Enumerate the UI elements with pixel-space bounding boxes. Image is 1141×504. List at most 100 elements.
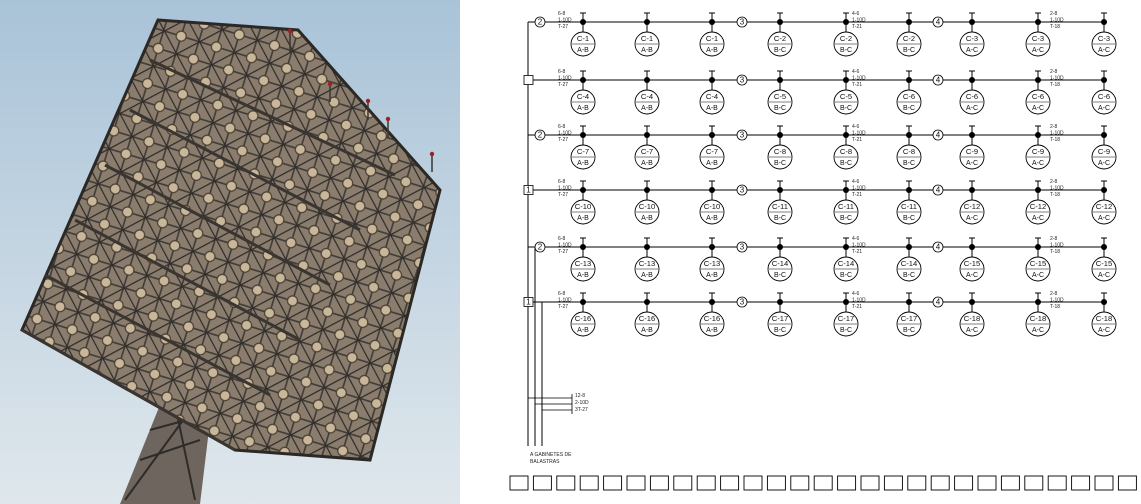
- luminaire-3-2: C-7A-B: [634, 125, 660, 170]
- luminaire-phase: B-C: [774, 105, 786, 112]
- fixture-junction-dot: [580, 244, 586, 250]
- segment-label-right-1: 2-8: [1050, 11, 1057, 17]
- legend-box: [1094, 475, 1114, 491]
- luminaire-id: C-1: [706, 34, 718, 43]
- luminaire-5-1: C-13A-B: [570, 237, 596, 282]
- fixture-junction-dot: [906, 299, 912, 305]
- row-start-number: 2: [538, 18, 543, 27]
- fixture-junction-dot: [969, 244, 975, 250]
- legend-box: [532, 475, 552, 491]
- luminaire-id: C-8: [840, 147, 852, 156]
- fixture-junction-dot: [580, 299, 586, 305]
- fixture-junction-dot: [1035, 19, 1041, 25]
- luminaire-phase: A-C: [966, 272, 978, 279]
- fixture-junction-dot: [709, 299, 715, 305]
- fixture-junction-dot: [843, 132, 849, 138]
- luminaire-5-4: C-14B-C: [767, 237, 793, 282]
- circuit-marker-number: 4: [936, 243, 941, 252]
- segment-label-mid-1: 4-6: [852, 236, 859, 242]
- luminaire-1-5: C-2B-C: [833, 12, 859, 57]
- luminaire-id: C-5: [840, 92, 852, 101]
- luminaire-5-5: C-14B-C: [833, 237, 859, 282]
- luminaire-id: C-15: [964, 259, 980, 268]
- legend-box: [1000, 475, 1020, 491]
- luminaire-1-8: C-3A-C: [1025, 12, 1051, 57]
- luminaire-3-4: C-8B-C: [767, 125, 793, 170]
- luminaire-2-6: C-6B-C: [896, 70, 922, 115]
- fixture-junction-dot: [644, 187, 650, 193]
- segment-label-mid-3: T-21: [852, 82, 862, 88]
- legend-box: [673, 475, 693, 491]
- row-start-number: 1: [526, 186, 531, 195]
- luminaire-id: C-12: [1030, 202, 1046, 211]
- luminaire-phase: A-B: [641, 215, 653, 222]
- luminaire-phase: A-C: [966, 327, 978, 334]
- fixture-junction-dot: [969, 132, 975, 138]
- luminaire-id: C-4: [577, 92, 589, 101]
- luminaire-phase: A-C: [966, 47, 978, 54]
- circuit-marker: [736, 241, 748, 253]
- luminaire-3-3: C-7A-B: [699, 125, 725, 170]
- luminaire-id: C-5: [774, 92, 786, 101]
- legend-box: [954, 475, 974, 491]
- legend-box: [907, 475, 927, 491]
- segment-label-right-3: T-18: [1050, 304, 1060, 310]
- luminaire-id: C-3: [966, 34, 978, 43]
- legend-box: [1071, 475, 1091, 491]
- circuit-marker-number: 3: [740, 76, 745, 85]
- circuit-marker: [932, 74, 944, 86]
- luminaire-phase: B-C: [840, 105, 852, 112]
- luminaire-id: C-11: [838, 202, 854, 211]
- luminaire-phase: B-C: [903, 272, 915, 279]
- segment-label-left-3: T-27: [558, 24, 568, 30]
- walkway-decks: [21, 58, 396, 452]
- row-start-number: 2: [538, 131, 543, 140]
- luminaire-phase: A-C: [1032, 272, 1044, 279]
- segment-label-mid-2: 1-10D: [852, 243, 866, 249]
- circuit-marker-number: 3: [740, 131, 745, 140]
- circuit-marker: [736, 184, 748, 196]
- luminaire-id: C-17: [838, 314, 854, 323]
- luminaire-6-3: C-16A-B: [699, 292, 725, 337]
- luminaire-1-7: C-3A-C: [959, 12, 985, 57]
- luminaire-id: C-3: [1098, 34, 1110, 43]
- circuit-marker: [932, 296, 944, 308]
- luminaire-4-8: C-12A-C: [1025, 180, 1051, 225]
- luminaire-4-1: C-10A-B: [570, 180, 596, 225]
- circuit-marker: [736, 74, 748, 86]
- feeder-label-2: 2-10D: [575, 400, 589, 406]
- fixture-junction-dot: [843, 77, 849, 83]
- segment-label-right-3: T-18: [1050, 82, 1060, 88]
- circuit-marker-number: 4: [936, 76, 941, 85]
- fixture-junction-dot: [580, 132, 586, 138]
- legend-box: [626, 475, 646, 491]
- luminaire-phase: A-C: [1098, 215, 1110, 222]
- luminaire-phase: A-C: [1098, 105, 1110, 112]
- fixture-junction-dot: [1101, 132, 1107, 138]
- row-start-marker: [534, 16, 546, 28]
- segment-label-right-1: 2-8: [1050, 69, 1057, 75]
- row-start-number: 2: [538, 243, 543, 252]
- luminaire-id: C-10: [639, 202, 655, 211]
- luminaire-id: C-1: [577, 34, 589, 43]
- segment-label-right-1: 2-8: [1050, 124, 1057, 130]
- luminaire-phase: A-B: [706, 272, 718, 279]
- luminaire-phase: A-C: [1032, 105, 1044, 112]
- row-start-marker: [523, 297, 534, 307]
- luminaire-6-8: C-18A-C: [1025, 292, 1051, 337]
- luminaire-phase: A-B: [706, 160, 718, 167]
- fixture-junction-dot: [644, 299, 650, 305]
- luminaire-4-2: C-10A-B: [634, 180, 660, 225]
- luminaire-phase: A-C: [966, 160, 978, 167]
- segment-label-left-3: T-27: [558, 137, 568, 143]
- luminaire-phase: A-B: [577, 105, 589, 112]
- circuit-marker: [932, 241, 944, 253]
- circuit-marker-number: 3: [740, 298, 745, 307]
- luminaire-phase: B-C: [774, 272, 786, 279]
- legend-box: [603, 475, 623, 491]
- legend-box: [977, 475, 997, 491]
- segment-label-left-3: T-27: [558, 304, 568, 310]
